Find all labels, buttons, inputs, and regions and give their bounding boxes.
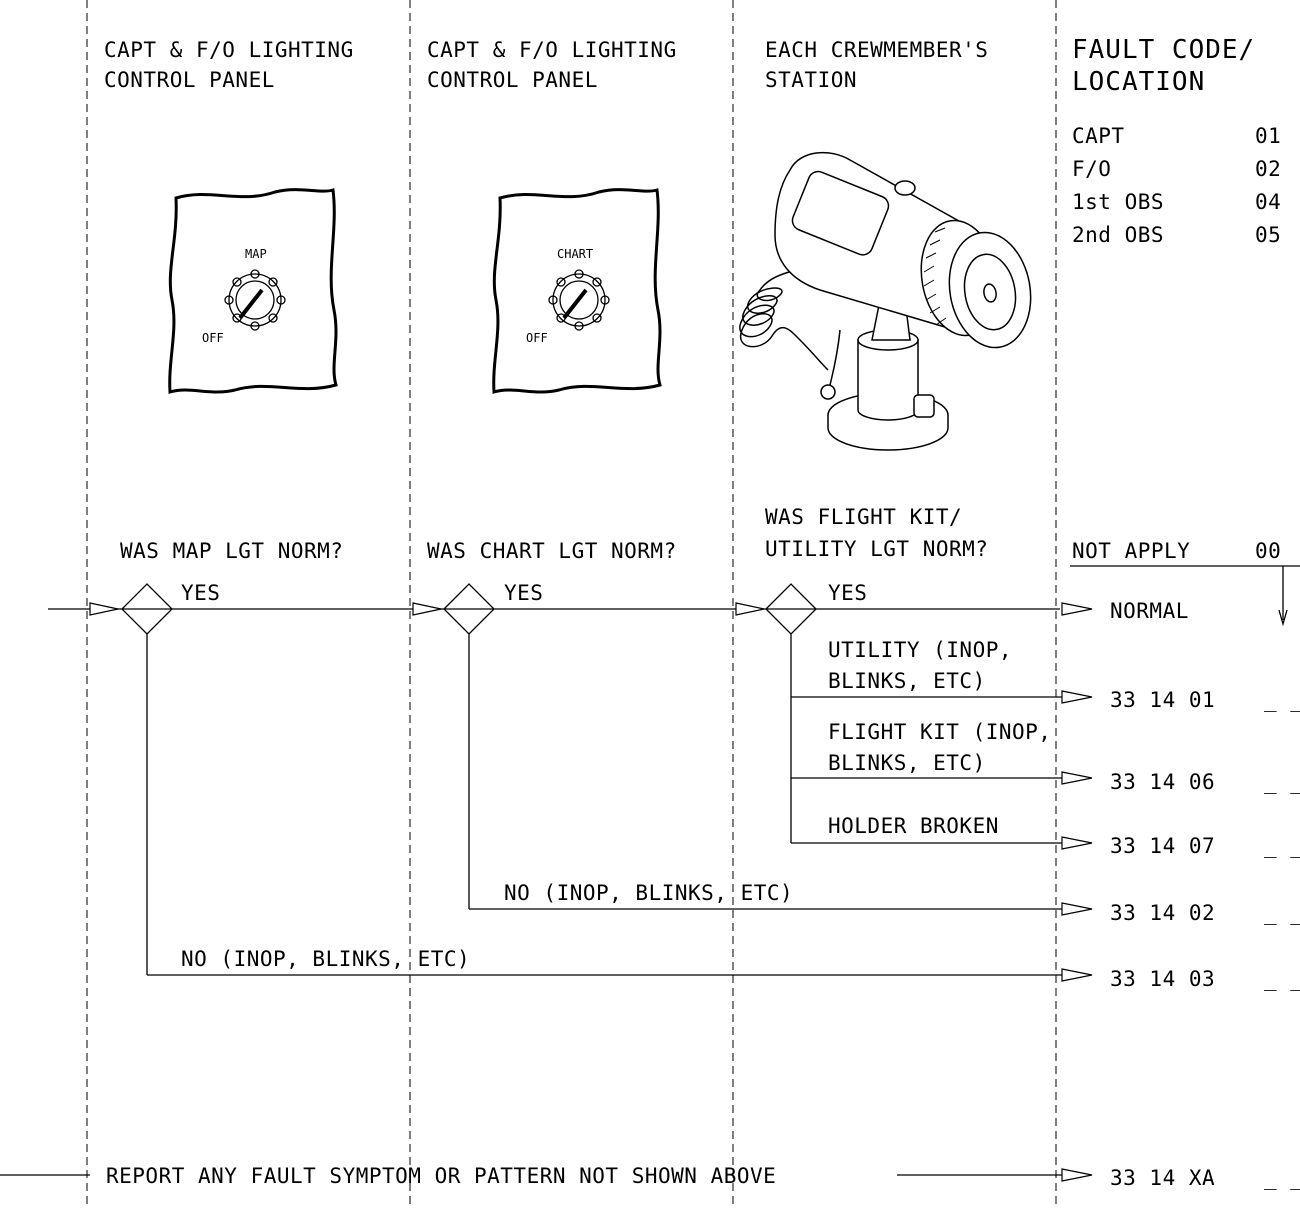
col1-header-line2: CONTROL PANEL	[104, 68, 275, 92]
not-apply-label: NOT APPLY	[1072, 539, 1190, 563]
location-code: 05	[1255, 223, 1281, 247]
location-name: 1st OBS	[1072, 190, 1164, 214]
decision-diamond-chart	[443, 583, 495, 635]
lamp-window	[791, 170, 890, 256]
result-code: 33 14 XA	[1110, 1166, 1215, 1190]
flow-arrowhead	[89, 602, 119, 616]
flow-arrowhead	[1061, 1168, 1093, 1182]
lanyard-ring	[820, 384, 836, 400]
chart-no-label: NO (INOP, BLINKS, ETC)	[504, 881, 793, 905]
location-name: CAPT	[1072, 124, 1125, 148]
location-table: CAPT 01 F/O 02 1st OBS 04 2nd OBS 05	[1072, 124, 1281, 247]
chart-knob	[552, 273, 606, 327]
result-blank: _ _	[1264, 688, 1300, 712]
flightkit-branch-label-line2: BLINKS, ETC)	[828, 751, 986, 775]
map-panel-illustration: MAP OFF	[168, 188, 338, 394]
decision-diamond-utility	[765, 583, 817, 635]
map-off-label: OFF	[202, 331, 224, 345]
location-code: 02	[1255, 157, 1281, 181]
question-map: WAS MAP LGT NORM?	[120, 539, 343, 563]
result-code: 33 14 03	[1110, 967, 1215, 991]
map-knob-label: MAP	[245, 247, 267, 261]
location-code: 01	[1255, 124, 1281, 148]
not-apply-code: 00	[1255, 539, 1281, 563]
map-panel-outline	[168, 188, 338, 394]
yes-label-chart: YES	[504, 581, 543, 605]
result-blank: _ _	[1264, 967, 1300, 991]
utility-branch-label-line1: UTILITY (INOP,	[828, 638, 1012, 662]
lamp-button	[894, 180, 916, 196]
location-code: 04	[1255, 190, 1281, 214]
decision-diamond-map	[121, 583, 173, 635]
result-code: 33 14 02	[1110, 901, 1215, 925]
result-code: 33 14 01	[1110, 688, 1215, 712]
flow-arrowhead	[1061, 602, 1093, 616]
lamp-knurling	[923, 227, 947, 326]
result-blank: _ _	[1264, 1166, 1300, 1190]
result-code: 33 14 07	[1110, 834, 1215, 858]
col1-header-line1: CAPT & F/O LIGHTING	[104, 38, 354, 62]
column-dividers	[86, 0, 1057, 1209]
result-blank: _ _	[1264, 834, 1300, 858]
flow-arrowhead	[1061, 690, 1093, 704]
chart-panel-illustration: CHART OFF	[492, 188, 662, 394]
flow-arrowhead	[1061, 902, 1093, 916]
question-utility-line2: UTILITY LGT NORM?	[765, 537, 988, 561]
map-no-label: NO (INOP, BLINKS, ETC)	[181, 947, 470, 971]
fault-code-header-line1: FAULT CODE/	[1072, 35, 1255, 65]
location-name: F/O	[1072, 157, 1111, 181]
question-utility-line1: WAS FLIGHT KIT/	[765, 505, 962, 529]
col3-header-line1: EACH CREWMEMBER'S	[765, 38, 988, 62]
utility-branch-label-line2: BLINKS, ETC)	[828, 669, 986, 693]
cord-coils	[739, 268, 831, 371]
yes-label-utility: YES	[828, 581, 867, 605]
flow-arrowhead	[735, 602, 765, 616]
chart-knob-label: CHART	[557, 247, 593, 261]
col3-header-line2: STATION	[765, 68, 857, 92]
col2-header-line2: CONTROL PANEL	[427, 68, 598, 92]
result-normal: NORMAL	[1110, 599, 1189, 623]
lanyard	[829, 329, 841, 386]
question-chart: WAS CHART LGT NORM?	[427, 539, 677, 563]
flow-arrowhead	[412, 602, 442, 616]
result-blank: _ _	[1264, 770, 1300, 794]
flightkit-branch-label-line1: FLIGHT KIT (INOP,	[828, 720, 1051, 744]
map-knob	[228, 273, 282, 327]
chart-panel-outline	[492, 188, 662, 394]
utility-light-illustration	[739, 151, 1032, 451]
location-name: 2nd OBS	[1072, 223, 1164, 247]
not-apply-arrowhead	[1278, 609, 1288, 627]
fault-code-header-line2: LOCATION	[1072, 67, 1205, 97]
chart-off-label: OFF	[526, 331, 548, 345]
col2-header-line1: CAPT & F/O LIGHTING	[427, 38, 677, 62]
yes-label-map: YES	[181, 581, 220, 605]
chart-knob-pointer	[562, 288, 588, 320]
holder-branch-label: HOLDER BROKEN	[828, 814, 999, 838]
map-knob-inner	[235, 280, 275, 320]
stand-base-rim	[827, 415, 949, 451]
report-label: REPORT ANY FAULT SYMPTOM OR PATTERN NOT …	[106, 1164, 776, 1188]
result-code: 33 14 06	[1110, 770, 1215, 794]
flow-arrowhead	[1061, 968, 1093, 982]
flow-arrowhead	[1061, 771, 1093, 785]
map-knob-pointer	[238, 288, 264, 320]
chart-knob-inner	[559, 280, 599, 320]
stand-post	[857, 339, 919, 421]
chart-knob-ribs	[548, 269, 610, 331]
lamp-lens-center	[983, 283, 997, 303]
stand-knob	[913, 394, 935, 418]
flow-arrowhead	[1061, 836, 1093, 850]
result-blank: _ _	[1264, 901, 1300, 925]
